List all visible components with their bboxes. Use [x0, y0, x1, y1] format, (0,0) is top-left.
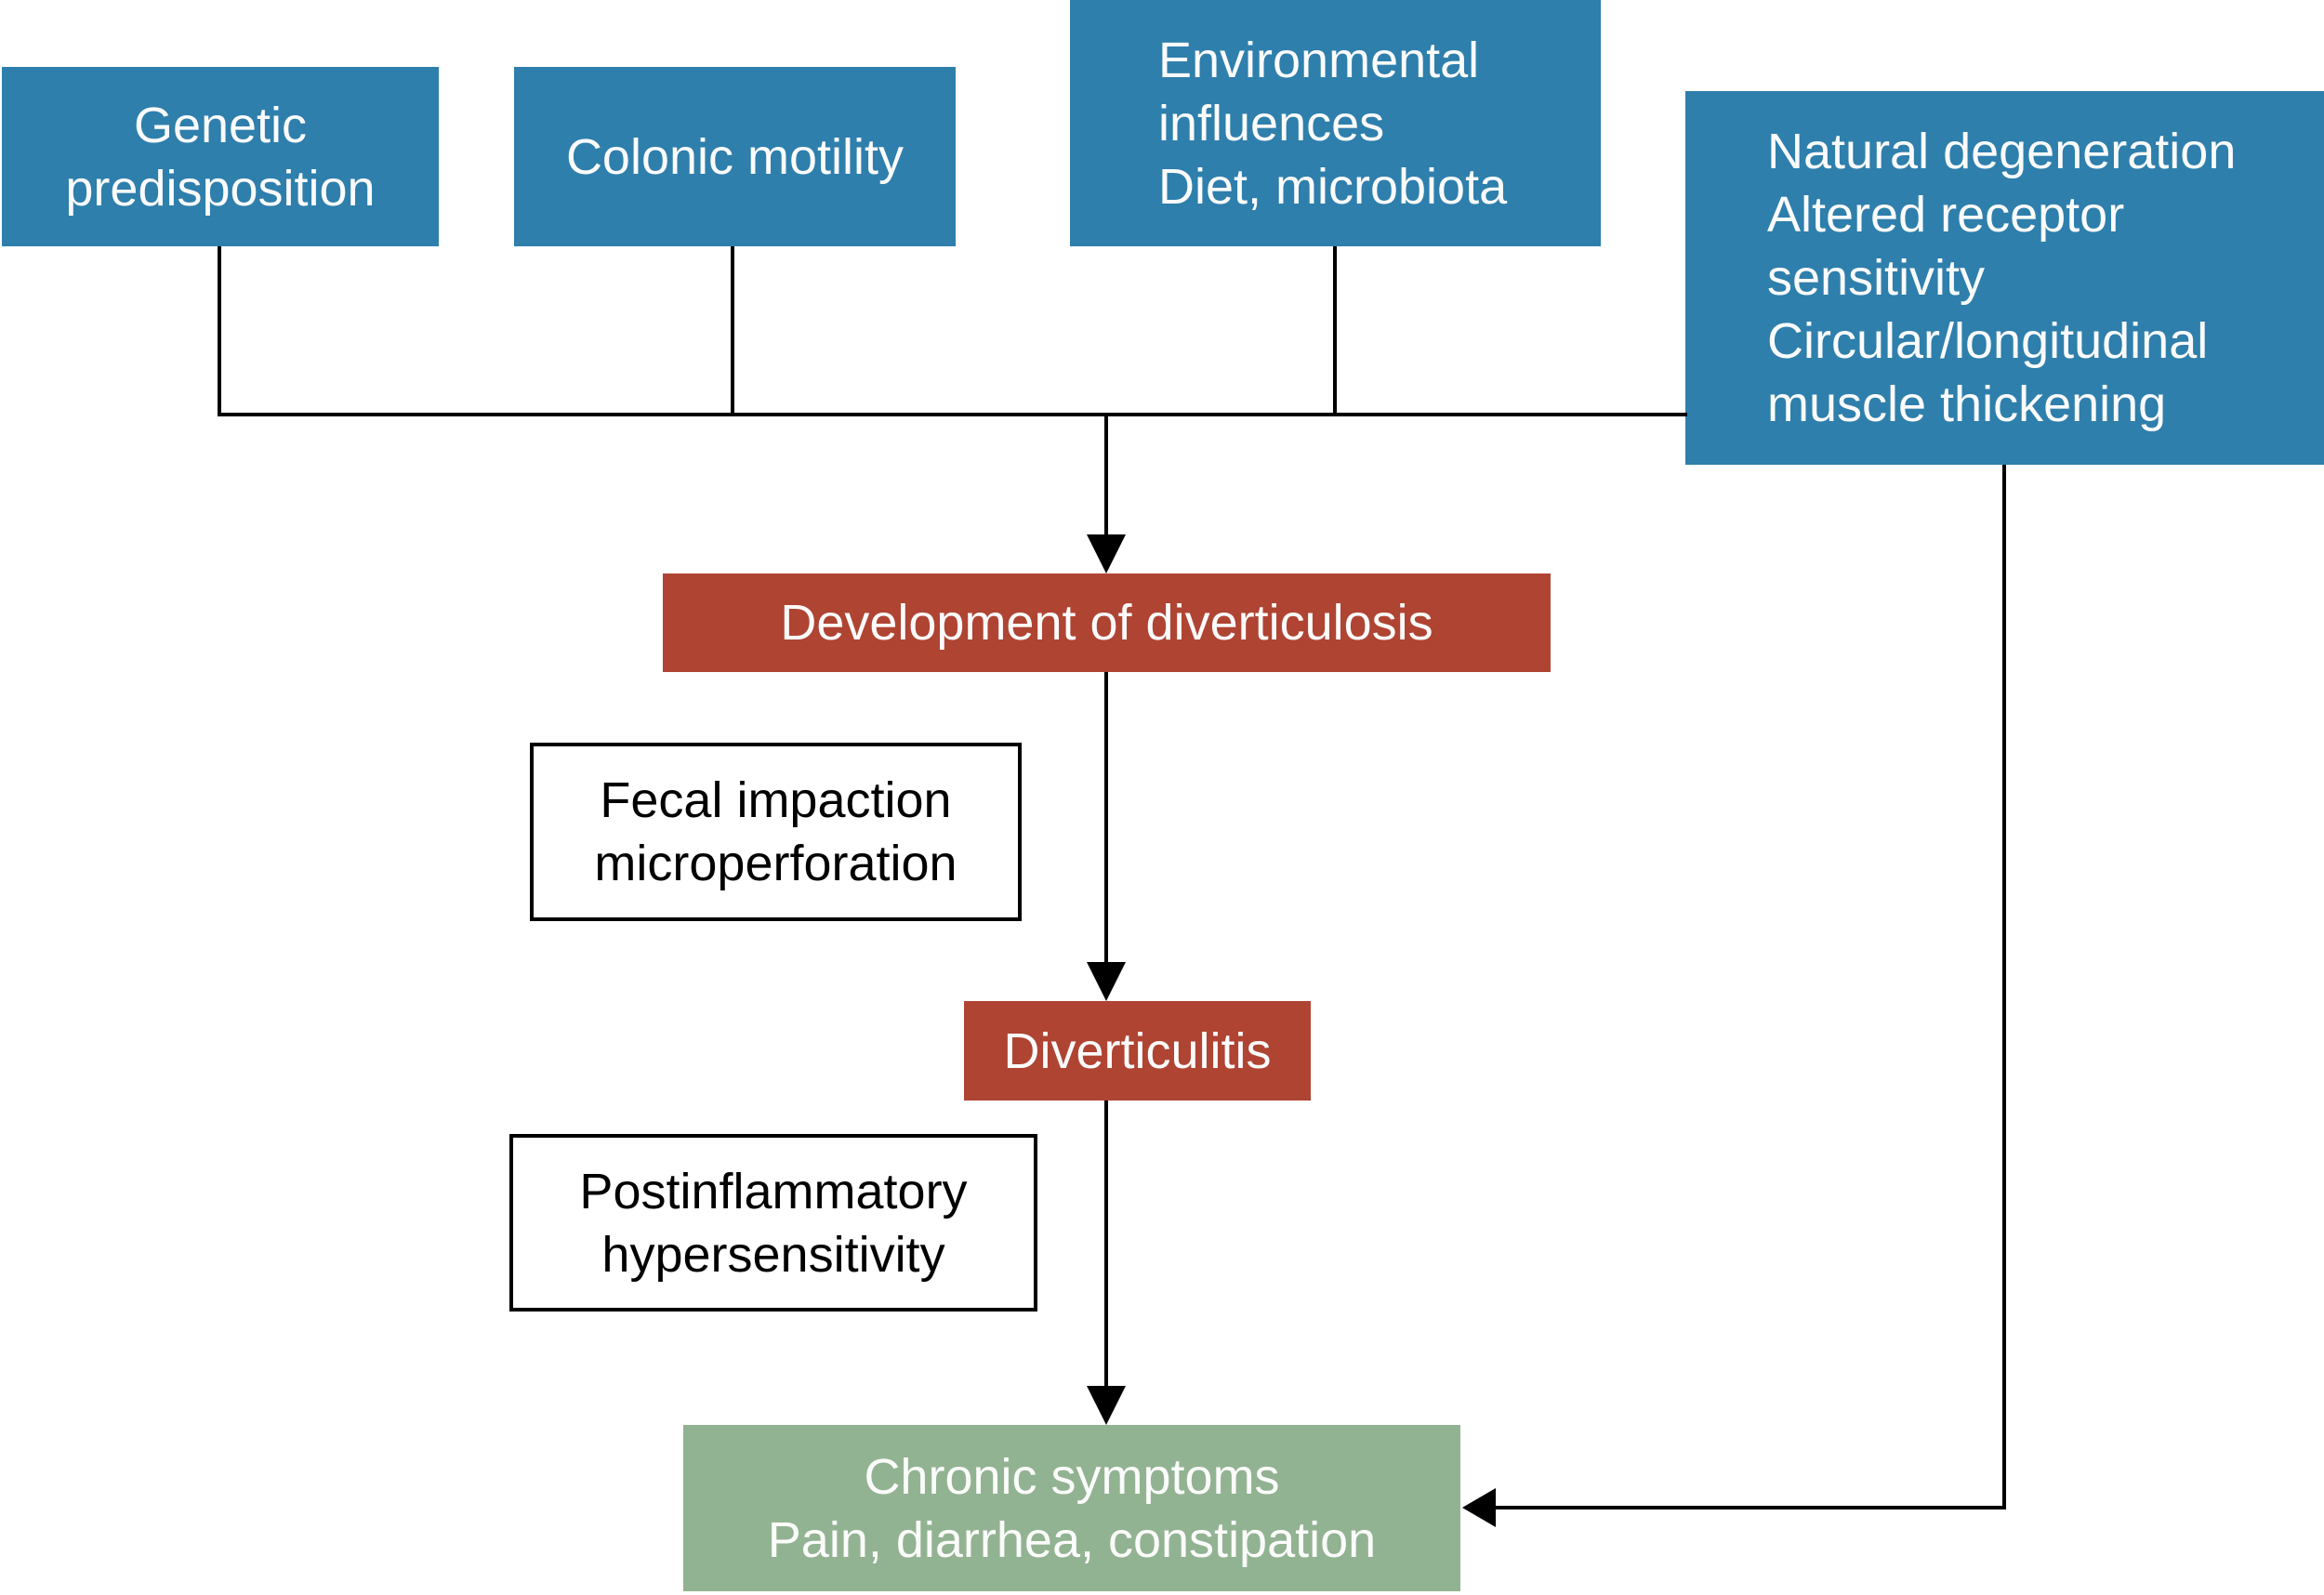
arrow-line-to-chronic-symptoms: [1104, 1101, 1108, 1386]
node-colonic-motility: Colonic motility: [514, 67, 956, 246]
node-diverticulitis: Diverticulitis: [964, 1001, 1311, 1101]
bypass-branch-vertical-line: [2002, 465, 2006, 1508]
bypass-branch-horizontal-line: [1494, 1506, 2006, 1509]
arrow-line-to-diverticulitis: [1104, 672, 1108, 962]
arrowhead-down-diverticulosis-icon: [1087, 534, 1126, 573]
node-environmental-influences: Environmental influences Diet, microbiot…: [1070, 0, 1601, 246]
node-genetic-predisposition: Genetic predisposition: [2, 67, 439, 246]
connector-stub-colonic: [731, 246, 734, 415]
arrowhead-down-diverticulitis-icon: [1087, 962, 1126, 1001]
connector-stub-genetic: [218, 246, 221, 415]
node-chronic-symptoms: Chronic symptoms Pain, diarrhea, constip…: [683, 1425, 1460, 1591]
node-fecal-impaction-microperforation: Fecal impaction microperforation: [530, 743, 1022, 921]
connector-stub-environmental: [1333, 246, 1337, 415]
arrowhead-left-chronic-symptoms-icon: [1462, 1488, 1496, 1527]
node-postinflammatory-hypersensitivity: Postinflammatory hypersensitivity: [509, 1134, 1037, 1312]
arrow-line-to-diverticulosis: [1104, 413, 1108, 543]
node-natural-degeneration: Natural degeneration Altered receptor se…: [1685, 91, 2324, 465]
arrowhead-down-chronic-symptoms-icon: [1087, 1386, 1126, 1425]
node-development-of-diverticulosis: Development of diverticulosis: [663, 573, 1551, 672]
connector-bus-line: [218, 413, 1687, 416]
